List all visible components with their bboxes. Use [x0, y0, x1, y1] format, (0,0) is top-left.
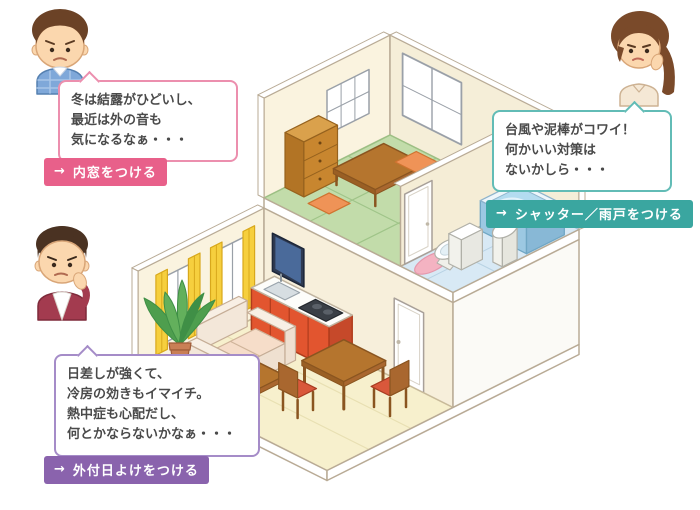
speech-line: 台風や泥棒がコワイ！ — [505, 123, 636, 138]
speech-line: 気になるなぁ・・・ — [71, 133, 189, 149]
speech-line: 何かいい対策は — [505, 143, 597, 159]
speech-bubble-sunlight: 日差しが強くて、 冷房の効きもイマイチ。 熱中症も心配だし、 何とかならないかな… — [54, 344, 260, 457]
speech-line: 何とかならないかなぁ・・・ — [67, 427, 237, 443]
sliding-window — [401, 52, 463, 146]
arrow-icon: → — [496, 206, 508, 221]
speech-line: 最近は外の音も — [71, 113, 163, 129]
action-banner-shutter[interactable]: → シャッター／雨戸をつける — [486, 200, 693, 228]
speech-line: ないかしら・・・ — [505, 163, 610, 179]
action-label: 外付日よけをつける — [72, 464, 199, 479]
stove-top — [298, 298, 344, 322]
speech-bubble-condensation: 冬は結露がひどいし、 最近は外の音も 気になるなぁ・・・ — [58, 70, 238, 163]
character-middle-aged-man — [34, 226, 90, 321]
action-label: 内窓をつける — [72, 166, 157, 181]
bathroom-door — [403, 179, 433, 265]
arrow-icon: → — [54, 164, 66, 179]
action-banner-awning[interactable]: → 外付日よけをつける — [44, 456, 209, 484]
action-label: シャッター／雨戸をつける — [514, 208, 683, 223]
dining-chair-front — [278, 361, 318, 420]
speech-line: 冬は結露がひどいし、 — [71, 93, 201, 108]
speech-line: 日差しが強くて、 — [67, 367, 170, 382]
kitchen-sink — [263, 273, 301, 301]
tansu-cabinet — [284, 115, 339, 198]
action-banner-inner-window[interactable]: → 内窓をつける — [44, 158, 167, 186]
wall-tv — [271, 232, 305, 288]
arrow-icon: → — [54, 462, 66, 477]
character-woman — [611, 11, 675, 107]
speech-line: 熱中症も心配だし、 — [67, 407, 185, 423]
toilet — [414, 222, 483, 275]
speech-line: 冷房の効きもイマイチ。 — [67, 387, 210, 403]
dining-table — [301, 338, 387, 411]
dining-chair-right — [370, 359, 410, 418]
floor-slab-edge — [263, 197, 580, 304]
floor-cushions — [307, 150, 438, 215]
speech-bubble-typhoon: 台風や泥棒がコワイ！ 何かいい対策は ないかしら・・・ — [492, 100, 672, 193]
